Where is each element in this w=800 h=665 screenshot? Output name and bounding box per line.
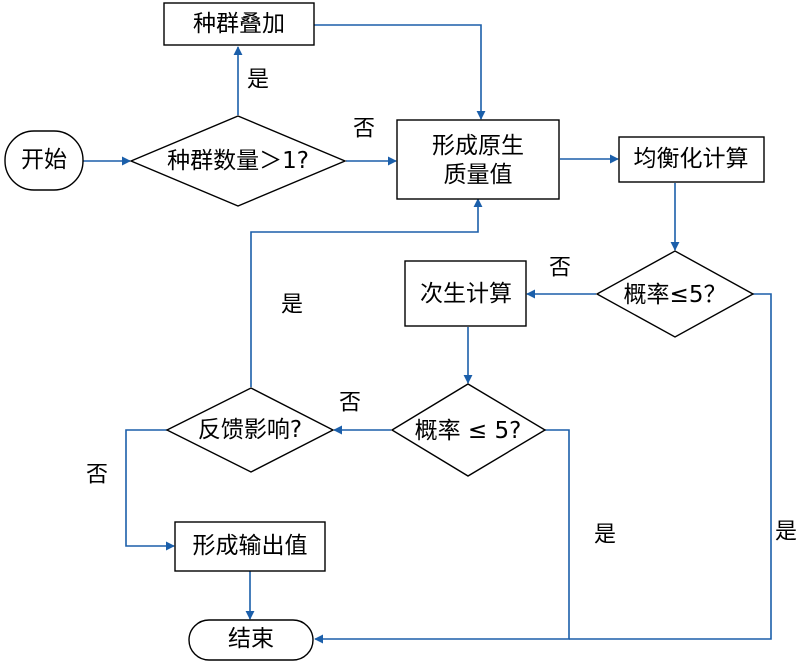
balance-box	[618, 136, 765, 183]
output-label: 形成输出值	[193, 533, 308, 559]
arrow-prob2-to-end	[314, 429, 570, 644]
count-decision-label: 种群数量＞1?	[167, 148, 309, 174]
secondary-box	[404, 260, 527, 327]
branch-label-yes-prob2: 是	[594, 523, 616, 548]
end-terminal	[188, 619, 314, 661]
branch-label-no-feedback: 否	[86, 463, 108, 488]
prob2-decision-label: 概率 ≤ 5?	[415, 418, 522, 444]
branch-label-no-prob2: 否	[339, 391, 361, 416]
form-quality-label-line1: 形成原生	[432, 133, 524, 159]
branch-label-yes-superpose: 是	[247, 68, 269, 93]
arrow-feedback-to-quality	[250, 198, 483, 387]
start-label: 开始	[21, 147, 67, 173]
branch-label-yes-prob1: 是	[775, 520, 797, 545]
feedback-decision	[165, 387, 335, 473]
branch-label-no-count: 否	[353, 117, 375, 142]
balance-label: 均衡化计算	[634, 146, 749, 172]
end-label: 结束	[228, 626, 274, 652]
form-quality-label-line2: 质量值	[444, 162, 513, 188]
arrow-superpose-to-quality	[314, 24, 486, 120]
form-quality-box	[396, 119, 560, 200]
feedback-decision-label: 反馈影响?	[198, 417, 302, 443]
start-terminal	[4, 130, 84, 191]
prob1-decision	[595, 250, 755, 338]
count-decision	[129, 115, 347, 207]
output-box	[174, 521, 326, 572]
branch-label-yes-feedback: 是	[281, 293, 303, 318]
arrow-prob1-to-end	[569, 293, 772, 640]
superpose-label: 种群叠加	[193, 11, 285, 37]
prob1-decision-label: 概率≤5？	[624, 282, 727, 308]
arrow-feedback-to-output	[125, 429, 175, 551]
secondary-label: 次生计算	[420, 281, 512, 307]
superpose-box	[163, 2, 315, 46]
prob2-decision	[390, 383, 547, 477]
branch-label-no-prob1: 否	[549, 256, 571, 281]
